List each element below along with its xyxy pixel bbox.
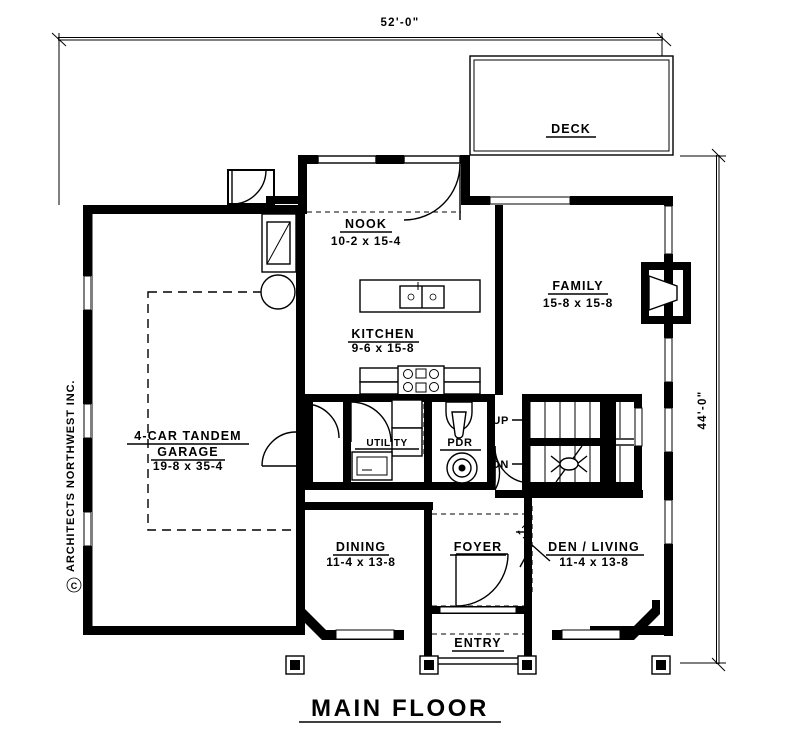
label-pdr: PDR [447,437,472,449]
label-garage-line2: GARAGE [157,445,218,459]
kitchen-island [359,279,481,313]
garage-windows [83,275,92,547]
label-kitchen-dims: 9-6 x 15-8 [352,341,415,355]
dimension-labels: 52'-0" 44'-0" [380,17,709,430]
label-den: DEN / LIVING [548,540,640,554]
label-nook-dims: 10-2 x 15-4 [331,234,401,248]
label-nook: NOOK [345,217,387,231]
plan-title-block: MAIN FLOOR [299,695,501,723]
label-utility: UTILITY [366,438,407,449]
copyright-symbol: C [71,581,78,591]
family-room [489,196,691,545]
label-kitchen: KITCHEN [351,327,414,341]
label-family: FAMILY [552,279,603,293]
plan-title: MAIN FLOOR [311,695,489,722]
label-stairs-down: DN [492,459,509,471]
label-foyer: FOYER [454,540,503,554]
utility-pdr-walls [305,394,495,490]
utility-fixtures [350,399,425,481]
porch-posts [285,655,671,675]
bay-windows [296,600,660,640]
kitchen-appliances-upper [260,213,297,310]
copyright-block: C ARCHITECTS NORTHWEST INC. [65,380,82,593]
deck-outline [469,55,674,156]
room-labels: DECK NOOK 10-2 x 15-4 FAMILY 15-8 x 15-8… [127,122,644,652]
label-den-dims: 11-4 x 13-8 [559,555,629,569]
copyright-text: ARCHITECTS NORTHWEST INC. [65,380,77,572]
kitchen-cooktop [307,365,481,399]
pdr-fixtures [445,401,501,491]
label-dining-dims: 11-4 x 13-8 [326,555,396,569]
label-garage-line1: 4-CAR TANDEM [134,429,241,443]
garage-interior-doors [261,394,340,467]
dimension-overall-width: 52'-0" [380,17,419,29]
dimension-overall-height: 44'-0" [697,390,709,429]
label-deck: DECK [551,122,591,136]
dimension-lines [51,32,726,672]
label-dining: DINING [336,540,386,554]
label-stairs-up: UP [492,415,509,427]
label-garage-dims: 19-8 x 35-4 [153,459,223,473]
nook-area [307,155,461,221]
label-family-dims: 15-8 x 15-8 [543,296,613,310]
staircase [494,394,643,490]
label-entry: ENTRY [454,636,501,650]
